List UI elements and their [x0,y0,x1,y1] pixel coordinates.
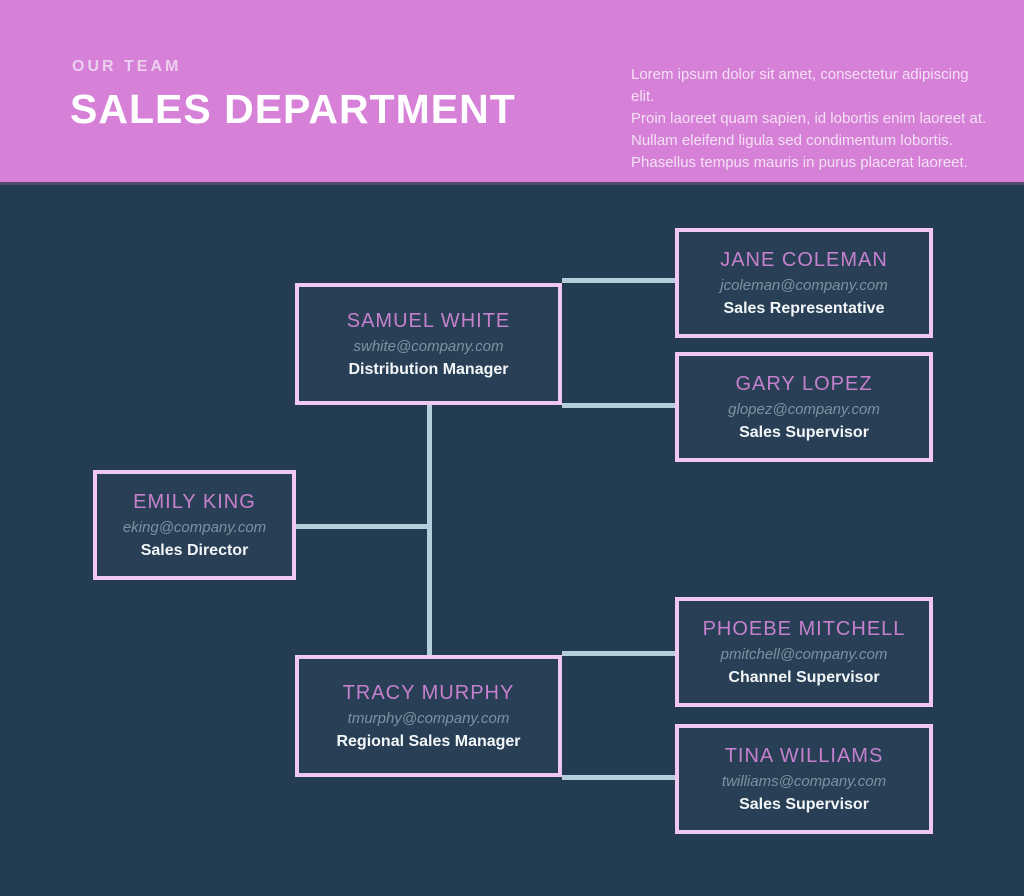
intro-line: Nullam eleifend ligula sed condimentum l… [631,132,953,149]
person-name: EMILY KING [133,490,256,513]
person-email: glopez@company.com [728,400,880,418]
person-title: Sales Director [140,541,249,559]
person-email: pmitchell@company.com [720,645,888,663]
person-name: TINA WILLIAMS [724,744,884,767]
person-title: Sales Supervisor [739,795,869,813]
person-name: PHOEBE MITCHELL [702,617,906,640]
eyebrow-label: OUR TEAM [72,58,182,75]
person-name: GARY LOPEZ [735,372,873,395]
person-name: SAMUEL WHITE [346,309,511,332]
intro-line: Phasellus tempus mauris in purus placera… [631,154,968,171]
connector-tracy-to-tina [562,775,677,780]
person-name: JANE COLEMAN [720,248,888,271]
person-email: swhite@company.com [353,337,504,355]
org-node-tina-williams: TINA WILLIAMS twilliams@company.com Sale… [675,724,933,834]
person-title: Distribution Manager [348,360,509,378]
intro-line: Lorem ipsum dolor sit amet, consectetur … [631,66,969,105]
org-node-samuel-white: SAMUEL WHITE swhite@company.com Distribu… [295,283,562,405]
connector-emily-to-trunk [296,524,430,529]
person-email: twilliams@company.com [721,772,887,790]
person-email: eking@company.com [122,518,267,536]
connector-tracy-to-phoebe [562,651,677,656]
connector-samuel-tracy-vertical [427,405,432,657]
intro-paragraph: Lorem ipsum dolor sit amet, consectetur … [631,64,991,174]
page-header: OUR TEAM SALES DEPARTMENT Lorem ipsum do… [0,0,1024,185]
org-node-gary-lopez: GARY LOPEZ glopez@company.com Sales Supe… [675,352,933,462]
person-title: Channel Supervisor [728,668,880,686]
connector-samuel-to-jane [562,278,677,283]
org-node-jane-coleman: JANE COLEMAN jcoleman@company.com Sales … [675,228,933,338]
connector-samuel-to-gary [562,403,677,408]
person-title: Sales Supervisor [739,423,869,441]
person-title: Regional Sales Manager [336,732,521,750]
person-email: tmurphy@company.com [347,709,510,727]
page-title: SALES DEPARTMENT [70,86,516,132]
person-email: jcoleman@company.com [720,276,888,294]
org-node-emily-king: EMILY KING eking@company.com Sales Direc… [93,470,296,580]
org-node-phoebe-mitchell: PHOEBE MITCHELL pmitchell@company.com Ch… [675,597,933,707]
org-node-tracy-murphy: TRACY MURPHY tmurphy@company.com Regiona… [295,655,562,777]
person-name: TRACY MURPHY [342,681,515,704]
person-title: Sales Representative [723,299,885,317]
intro-line: Proin laoreet quam sapien, id lobortis e… [631,110,987,127]
